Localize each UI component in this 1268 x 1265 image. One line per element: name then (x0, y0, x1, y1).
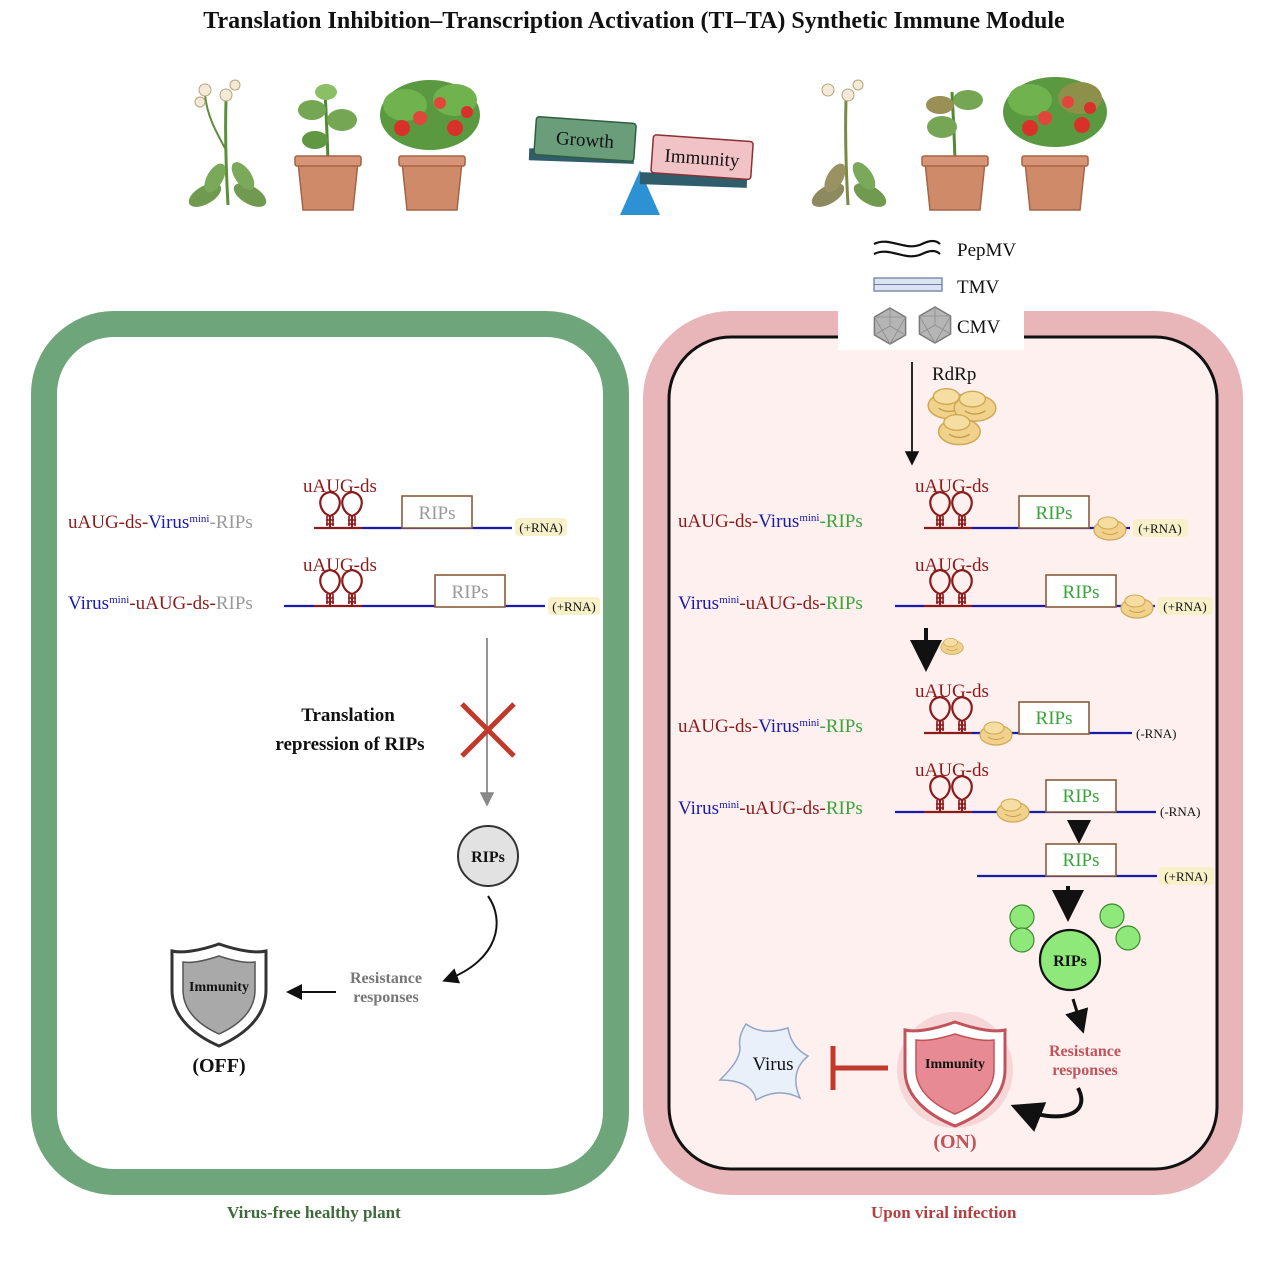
svg-text:RIPs: RIPs (1053, 953, 1087, 970)
svg-text:(-RNA): (-RNA) (1136, 726, 1176, 741)
repression-cross-icon (460, 702, 516, 758)
immunity-shield-on-icon: Immunity (897, 1012, 1013, 1128)
svg-text:Immunity: Immunity (664, 146, 741, 172)
svg-text:Virus: Virus (752, 1054, 793, 1075)
svg-text:(-RNA): (-RNA) (1160, 804, 1200, 819)
cmv-label: CMV (957, 317, 1001, 338)
immunity-off-state: (OFF) (192, 1055, 245, 1077)
healthy-caption: Virus-free healthy plant (227, 1203, 401, 1222)
healthy-plants-group (188, 79, 480, 211)
svg-text:(+RNA): (+RNA) (1164, 869, 1207, 884)
right-uaug-label-3: uAUG-ds (915, 681, 989, 702)
tomato-plant-icon (380, 80, 480, 211)
infected-seedling-icon (921, 90, 989, 211)
svg-text:RIPs: RIPs (1036, 503, 1073, 524)
rips-protein-particles (1009, 903, 1141, 953)
pepmv-label: PepMV (957, 240, 1016, 261)
svg-text:Growth: Growth (555, 128, 615, 153)
svg-text:Immunity: Immunity (925, 1057, 985, 1072)
svg-text:Immunity: Immunity (189, 980, 249, 995)
svg-text:RIPs: RIPs (1063, 850, 1100, 871)
right-resistance-line-1: Resistance (1049, 1043, 1121, 1060)
pepmv-icon (873, 239, 941, 248)
tmv-label: TMV (957, 277, 1000, 298)
immunity-shield-off-icon: Immunity (170, 942, 268, 1048)
right-uaug-label-1: uAUG-ds (915, 476, 989, 497)
inhibition-bar-icon (830, 1046, 888, 1090)
left-uaug-label-2: uAUG-ds (303, 555, 377, 576)
arabidopsis-plant-icon (188, 79, 267, 207)
repression-line-2: repression of RIPs (275, 734, 424, 755)
left-construct-1-name: uAUG-ds-Virusmini-RIPs (68, 512, 253, 533)
svg-text:RIPs: RIPs (471, 849, 505, 866)
left-rips-gene-box-1 (401, 495, 473, 529)
svg-text:(+RNA): (+RNA) (519, 520, 562, 535)
svg-text:RIPs: RIPs (419, 503, 456, 524)
seedling-pot-icon (294, 84, 362, 211)
left-strand-tag-2 (548, 597, 600, 615)
virus-legend: PepMV TMV (873, 239, 1016, 298)
right-construct-3-name: uAUG-ds-Virusmini-RIPs (678, 716, 863, 737)
svg-text:(+RNA): (+RNA) (1163, 599, 1206, 614)
svg-text:(+RNA): (+RNA) (552, 599, 595, 614)
svg-text:(+RNA): (+RNA) (1138, 521, 1181, 536)
tmv-icon (873, 277, 943, 292)
svg-text:RIPs: RIPs (1063, 786, 1100, 807)
balance-fulcrum-icon (620, 170, 660, 215)
virus-particle-icon: Virus (718, 1022, 810, 1102)
right-uaug-label-2: uAUG-ds (915, 555, 989, 576)
repression-line-1: Translation (301, 705, 395, 726)
figure-title: Translation Inhibition–Transcription Act… (203, 8, 1065, 34)
left-strand-tag-1 (515, 518, 567, 536)
right-construct-1-name: uAUG-ds-Virusmini-RIPs (678, 511, 863, 532)
right-construct-2-name: Virusmini-uAUG-ds-RIPs (678, 593, 863, 614)
svg-text:RIPs: RIPs (1063, 582, 1100, 603)
svg-text:RIPs: RIPs (1036, 708, 1073, 729)
right-panel-infected: CMV RdRp uAUG-ds-Virusmini-RIPs uAUG-ds … (643, 305, 1243, 1195)
right-uaug-label-4: uAUG-ds (915, 760, 989, 781)
svg-text:RIPs: RIPs (452, 582, 489, 603)
left-rips-protein (457, 825, 519, 887)
infected-tomato-icon (1003, 77, 1107, 211)
growth-box: Growth (533, 116, 637, 162)
left-panel-healthy: uAUG-ds-Virusmini-RIPs uAUG-ds RIPs (+RN… (31, 311, 629, 1195)
left-resistance-line-1: Resistance (350, 970, 422, 987)
left-uaug-label-1: uAUG-ds (303, 476, 377, 497)
infected-plants-group (811, 77, 1107, 211)
rdrp-label: RdRp (932, 364, 976, 385)
left-rips-gene-box-2 (434, 574, 506, 608)
left-curved-arrow (442, 895, 498, 984)
left-construct-2-name: Virusmini-uAUG-ds-RIPs (68, 593, 253, 614)
immunity-on-state: (ON) (933, 1131, 976, 1153)
growth-immunity-balance: Growth Immunity (528, 116, 754, 215)
immunity-box: Immunity (650, 134, 754, 181)
right-construct-4-name: Virusmini-uAUG-ds-RIPs (678, 798, 863, 819)
infection-caption: Upon viral infection (871, 1203, 1017, 1222)
right-rips-protein (1038, 928, 1102, 992)
right-resistance-line-2: responses (1052, 1062, 1118, 1079)
left-resistance-line-2: responses (353, 989, 419, 1006)
infected-arabidopsis-icon (811, 79, 887, 207)
